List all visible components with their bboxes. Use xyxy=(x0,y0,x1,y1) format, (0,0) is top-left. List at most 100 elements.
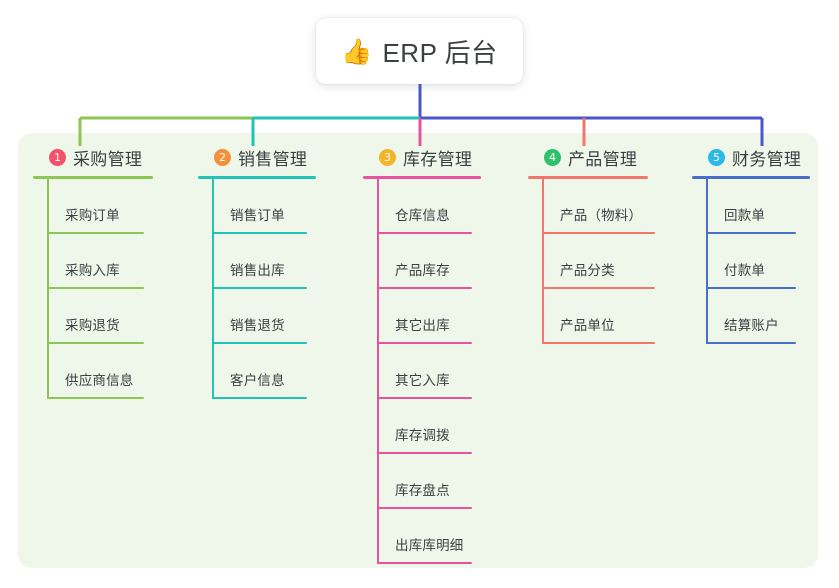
list-item[interactable]: 库存调拨 xyxy=(377,399,513,454)
list-item[interactable]: 采购订单 xyxy=(47,179,183,234)
list-item-rule xyxy=(47,397,144,399)
root-node-title: ERP 后台 xyxy=(382,37,498,68)
list-item[interactable]: 销售订单 xyxy=(212,179,348,234)
list-item[interactable]: 仓库信息 xyxy=(377,179,513,234)
list-item-label: 采购退货 xyxy=(65,318,120,333)
column-item-list: 回款单付款单结算账户 xyxy=(692,179,822,344)
column-header[interactable]: 2 销售管理 xyxy=(198,145,348,169)
column-number-badge: 1 xyxy=(49,148,66,166)
list-item-label: 产品（物料） xyxy=(560,208,643,223)
list-item-label: 库存调拨 xyxy=(395,428,450,443)
column-spine-line xyxy=(706,179,708,344)
column-title: 财务管理 xyxy=(732,149,802,169)
column-header-rule xyxy=(692,176,810,179)
column-title: 库存管理 xyxy=(403,149,473,169)
list-item[interactable]: 付款单 xyxy=(706,234,822,289)
list-item-rule xyxy=(542,287,655,289)
column-header[interactable]: 5 财务管理 xyxy=(692,145,822,169)
list-item-label: 客户信息 xyxy=(230,373,285,388)
list-item[interactable]: 产品分类 xyxy=(542,234,688,289)
column-number-badge: 4 xyxy=(544,148,561,166)
list-item-label: 采购入库 xyxy=(65,263,120,278)
column-产品管理[interactable]: 4 产品管理产品（物料） 产品分类产品单位 xyxy=(528,145,688,344)
list-item-rule xyxy=(542,342,655,344)
list-item-label: 销售出库 xyxy=(230,263,285,278)
list-item-label: 供应商信息 xyxy=(65,373,134,388)
column-number-badge: 2 xyxy=(214,148,231,166)
list-item-rule xyxy=(706,287,796,289)
list-item[interactable]: 销售退货 xyxy=(212,289,348,344)
list-item-label: 付款单 xyxy=(724,263,766,278)
list-item[interactable]: 回款单 xyxy=(706,179,822,234)
list-item-label: 结算账户 xyxy=(724,318,779,333)
list-item[interactable]: 产品库存 xyxy=(377,234,513,289)
list-item-rule xyxy=(377,562,472,564)
list-item[interactable]: 采购入库 xyxy=(47,234,183,289)
column-销售管理[interactable]: 2 销售管理销售订单销售出库销售退货客户信息 xyxy=(198,145,348,399)
list-item[interactable]: 供应商信息 xyxy=(47,344,183,399)
list-item-label: 销售订单 xyxy=(230,208,285,223)
thumbs-up-icon: 👍 xyxy=(341,36,373,66)
list-item[interactable]: 其它入库 xyxy=(377,344,513,399)
column-number-badge: 3 xyxy=(379,148,396,166)
list-item-label: 库存盘点 xyxy=(395,483,450,498)
list-item[interactable]: 客户信息 xyxy=(212,344,348,399)
list-item-rule xyxy=(706,342,796,344)
column-spine-line xyxy=(212,179,214,399)
list-item[interactable]: 其它出库 xyxy=(377,289,513,344)
list-item-label: 其它入库 xyxy=(395,373,450,388)
column-spine-line xyxy=(542,179,544,344)
list-item[interactable]: 产品单位 xyxy=(542,289,688,344)
column-header[interactable]: 1 采购管理 xyxy=(33,145,183,169)
column-财务管理[interactable]: 5 财务管理回款单付款单结算账户 xyxy=(692,145,822,344)
column-header[interactable]: 3 库存管理 xyxy=(363,145,513,169)
list-item-rule xyxy=(47,287,144,289)
column-item-list: 仓库信息产品库存其它出库其它入库库存调拨库存盘点出库库明细 xyxy=(363,179,513,564)
root-node-erp-backend[interactable]: 👍 ERP 后台 xyxy=(316,18,523,84)
list-item[interactable]: 销售出库 xyxy=(212,234,348,289)
column-header[interactable]: 4 产品管理 xyxy=(528,145,688,169)
list-item-label: 销售退货 xyxy=(230,318,285,333)
list-item-rule xyxy=(212,232,307,234)
list-item-label: 仓库信息 xyxy=(395,208,450,223)
list-item[interactable]: 产品（物料） xyxy=(542,179,688,234)
list-item-rule xyxy=(212,397,307,399)
list-item-rule xyxy=(377,342,472,344)
list-item-label: 产品库存 xyxy=(395,263,450,278)
columns-background-panel xyxy=(18,133,818,568)
column-header-rule xyxy=(528,176,648,179)
list-item-rule xyxy=(377,397,472,399)
list-item[interactable]: 出库库明细 xyxy=(377,509,513,564)
list-item-rule xyxy=(377,452,472,454)
column-title: 销售管理 xyxy=(238,149,308,169)
column-number-badge: 5 xyxy=(708,148,725,166)
list-item-rule xyxy=(377,287,472,289)
column-title: 采购管理 xyxy=(73,149,143,169)
list-item-label: 产品单位 xyxy=(560,318,615,333)
list-item-label: 回款单 xyxy=(724,208,766,223)
column-spine-line xyxy=(47,179,49,399)
column-item-list: 销售订单销售出库销售退货客户信息 xyxy=(198,179,348,399)
column-spine-line xyxy=(377,179,379,564)
list-item[interactable]: 库存盘点 xyxy=(377,454,513,509)
list-item-label: 产品分类 xyxy=(560,263,615,278)
column-采购管理[interactable]: 1 采购管理采购订单采购入库采购退货供应商信息 xyxy=(33,145,183,399)
list-item-rule xyxy=(542,232,655,234)
column-库存管理[interactable]: 3 库存管理仓库信息产品库存其它出库其它入库库存调拨库存盘点出库库明细 xyxy=(363,145,513,564)
list-item-rule xyxy=(47,232,144,234)
list-item[interactable]: 采购退货 xyxy=(47,289,183,344)
list-item-label: 出库库明细 xyxy=(395,538,464,553)
list-item-rule xyxy=(377,507,472,509)
column-item-list: 采购订单采购入库采购退货供应商信息 xyxy=(33,179,183,399)
list-item-label: 其它出库 xyxy=(395,318,450,333)
list-item-rule xyxy=(706,232,796,234)
list-item-rule xyxy=(377,232,472,234)
list-item-rule xyxy=(47,342,144,344)
list-item-rule xyxy=(212,342,307,344)
column-title: 产品管理 xyxy=(568,149,638,169)
list-item-label: 采购订单 xyxy=(65,208,120,223)
column-item-list: 产品（物料） 产品分类产品单位 xyxy=(528,179,688,344)
list-item[interactable]: 结算账户 xyxy=(706,289,822,344)
column-header-rule xyxy=(198,176,316,179)
